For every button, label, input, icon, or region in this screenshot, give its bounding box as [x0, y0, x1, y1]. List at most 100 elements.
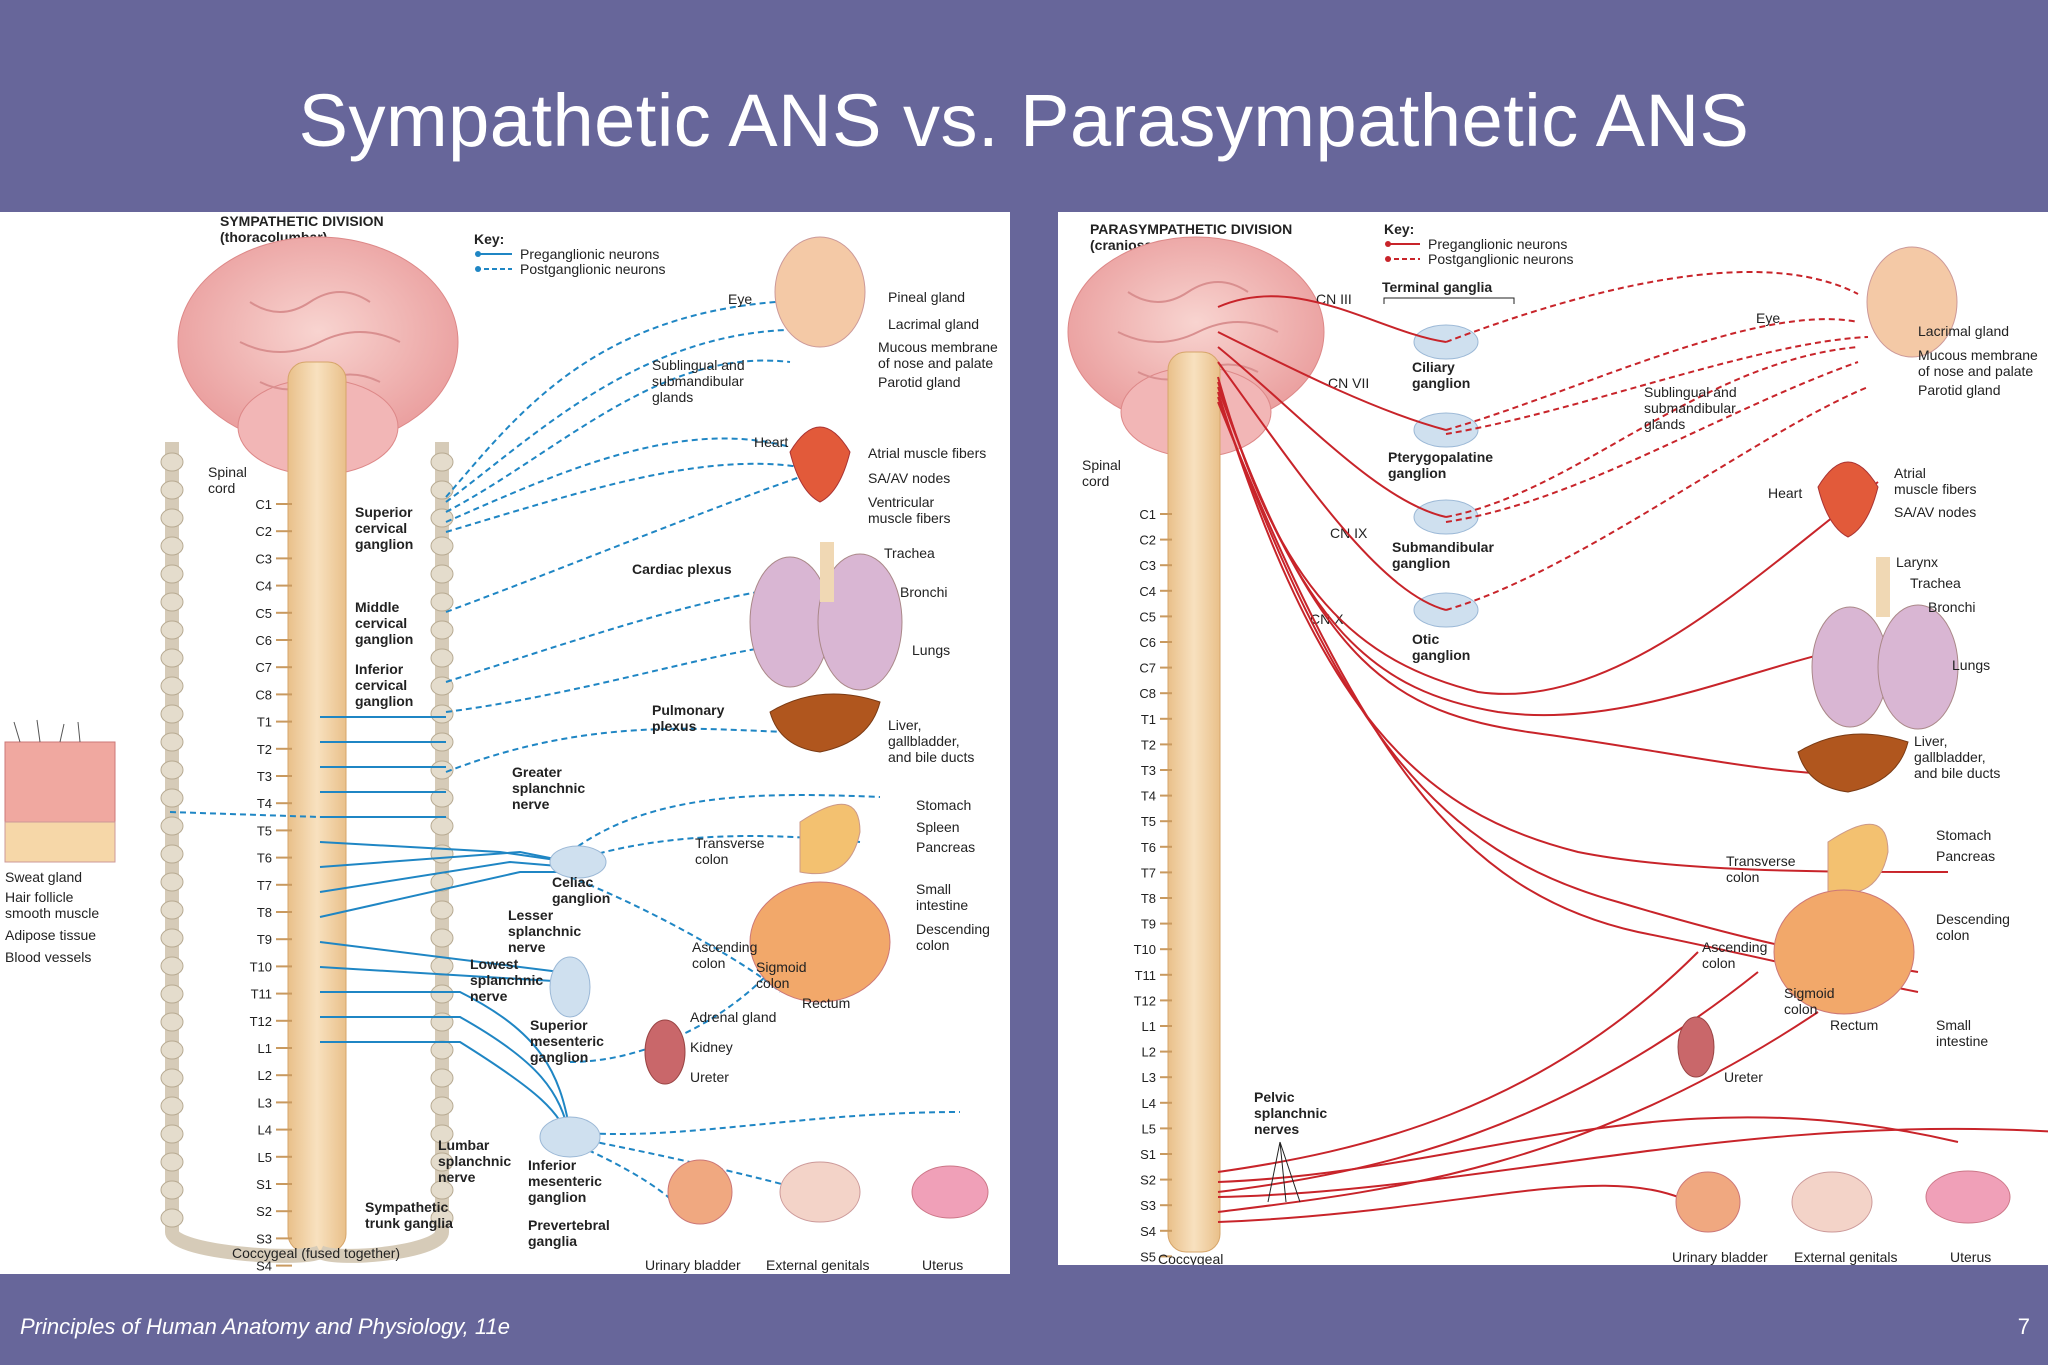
- para-head-shape: [1866, 246, 1958, 358]
- para-segment-t6: T6: [1141, 840, 1156, 855]
- rectum-label: Rectum: [802, 995, 850, 1011]
- trunk-ganglion-bead: [430, 648, 454, 668]
- trunk-ganglion-bead: [160, 984, 184, 1004]
- symp-segment-c4: C4: [255, 579, 272, 594]
- trunk-ganglion-bead: [160, 592, 184, 612]
- para-segment-c3: C3: [1139, 558, 1156, 573]
- trunk-ganglion-bead: [160, 1152, 184, 1172]
- trunk-ganglion-bead: [160, 928, 184, 948]
- para-eye-label: Eye: [1756, 310, 1780, 326]
- symp-spinal-cord: [287, 361, 347, 1253]
- trunk-ganglion-bead: [160, 676, 184, 696]
- trunk-ganglion-bead: [160, 872, 184, 892]
- para-coccygeal: Coccygeal: [1158, 1251, 1223, 1265]
- trunk-ganglion-bead: [160, 704, 184, 724]
- symp-key: Key: Preganglionic neurons Postganglioni…: [474, 231, 666, 277]
- symp-segment-t7: T7: [257, 878, 272, 893]
- celiac-ganglion-shape: [549, 845, 607, 879]
- bladder-label: Urinary bladder: [645, 1257, 741, 1273]
- symp-segment-c5: C5: [255, 606, 272, 621]
- heart-shape: [789, 426, 851, 503]
- para-organs: [1675, 246, 2011, 1233]
- para-bronchi-label: Bronchi: [1928, 599, 1975, 615]
- trunk-ganglion-bead: [160, 620, 184, 640]
- kidney-shape: [644, 1019, 686, 1085]
- symp-nerve-paths: [169, 299, 961, 1213]
- lungs-label: Lungs: [912, 642, 950, 658]
- pineal-label: Pineal gland: [888, 289, 965, 305]
- para-heart-label: Heart: [1768, 485, 1802, 501]
- symp-segment-t3: T3: [257, 769, 272, 784]
- trunk-ganglion-bead: [160, 844, 184, 864]
- trunk-ganglion-bead: [160, 1012, 184, 1032]
- symp-prevertebral-ganglia: [539, 845, 607, 1158]
- para-segment-l5: L5: [1142, 1121, 1156, 1136]
- para-larynx-label: Larynx: [1896, 554, 1938, 570]
- stomach-shape: [799, 803, 861, 875]
- trunk-ganglion-bead: [430, 676, 454, 696]
- symp-key-post: Postganglionic neurons: [520, 261, 666, 277]
- symp-title: SYMPATHETIC DIVISION: [220, 213, 384, 229]
- symp-segment-t5: T5: [257, 823, 272, 838]
- symp-segment-l4: L4: [258, 1123, 272, 1138]
- symp-segment-c7: C7: [255, 660, 272, 675]
- para-segment-c5: C5: [1139, 609, 1156, 624]
- kidney-label: Kidney: [690, 1039, 733, 1055]
- trunk-ganglion-bead: [430, 620, 454, 640]
- para-stomach-label: Stomach: [1936, 827, 1991, 843]
- trunk-ganglion-bead: [160, 1180, 184, 1200]
- eye-label: Eye: [728, 291, 752, 307]
- trunk-ganglion-bead: [430, 1180, 454, 1200]
- para-key: Key: Preganglionic neurons Postganglioni…: [1382, 221, 1574, 304]
- trunk-ganglion-bead: [160, 1208, 184, 1228]
- trunk-ganglion-bead: [160, 1068, 184, 1088]
- para-heart-shape: [1817, 461, 1879, 538]
- para-title: PARASYMPATHETIC DIVISION: [1090, 221, 1292, 237]
- para-segment-c8: C8: [1139, 686, 1156, 701]
- para-segment-t10: T10: [1134, 942, 1156, 957]
- bladder-shape: [667, 1159, 733, 1225]
- para-pancreas-label: Pancreas: [1936, 848, 1995, 864]
- trunk-ganglion-bead: [430, 564, 454, 584]
- trunk-ganglion-bead: [430, 900, 454, 920]
- trunk-ganglion-bead: [430, 704, 454, 724]
- symp-segment-c1: C1: [255, 497, 272, 512]
- trunk-ganglion-bead: [160, 452, 184, 472]
- para-lungs-label: Lungs: [1952, 657, 1990, 673]
- para-segment-s5: S5: [1140, 1249, 1156, 1264]
- para-segment-t5: T5: [1141, 814, 1156, 829]
- trunk-ganglion-bead: [160, 788, 184, 808]
- symp-key-pre: Preganglionic neurons: [520, 246, 659, 262]
- cn-ix-label: CN IX: [1330, 525, 1368, 541]
- symp-trunk-chains: [160, 442, 454, 1263]
- bronchi-label: Bronchi: [900, 584, 947, 600]
- para-segment-c4: C4: [1139, 584, 1156, 599]
- trunk-ganglion-bead: [430, 816, 454, 836]
- para-rectum-label: Rectum: [1830, 1017, 1878, 1033]
- stomach-label: Stomach: [916, 797, 971, 813]
- parasympathetic-diagram: PARASYMPATHETIC DIVISION (craniosacral) …: [1067, 221, 2048, 1265]
- trunk-ganglion-bead: [430, 592, 454, 612]
- trunk-ganglion-bead: [430, 452, 454, 472]
- symp-segment-t4: T4: [257, 796, 272, 811]
- uterus-shape: [911, 1165, 989, 1219]
- symp-segment-t12: T12: [250, 1014, 272, 1029]
- para-stomach-shape: [1827, 823, 1889, 895]
- adrenal-label: Adrenal gland: [690, 1009, 776, 1025]
- para-segment-t8: T8: [1141, 891, 1156, 906]
- symp-segment-t6: T6: [257, 851, 272, 866]
- para-liver-label: Liver,gallbladder,and bile ducts: [1914, 733, 2000, 781]
